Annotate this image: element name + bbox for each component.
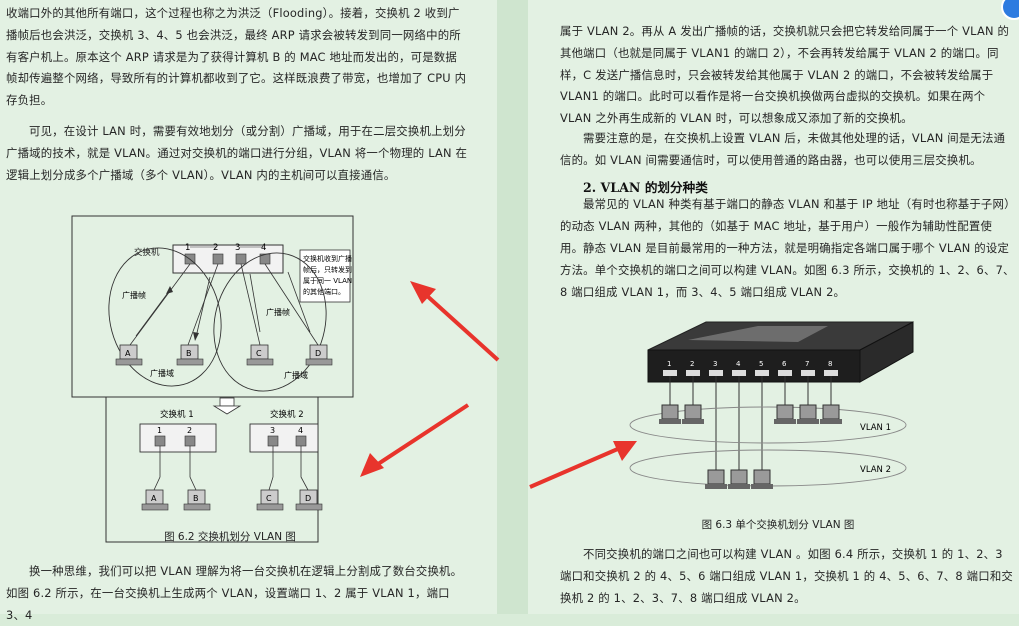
port-label-5: 5 (759, 360, 763, 368)
page-gutter (497, 0, 528, 614)
computer-icon (305, 344, 333, 366)
switch-icon (139, 423, 217, 453)
note-line-1: 交换机收到广播 (303, 254, 352, 263)
right-paragraph-2: 需要注意的是，在交换机上设置 VLAN 后，未做其他处理的话，VLAN 间是无法… (560, 131, 1006, 167)
switch-1-label: 交换机 1 (160, 409, 194, 420)
computer-icon (115, 344, 143, 366)
host-label-c: C (256, 349, 262, 358)
computer-icon (256, 489, 284, 511)
corner-badge (1001, 0, 1019, 20)
broadcast-domain-label-2: 广播域 (284, 370, 308, 380)
computer-icon (141, 489, 169, 511)
bottom-host-label-a: A (151, 494, 157, 503)
computer-icon (705, 469, 727, 489)
host-label-a: A (125, 349, 131, 358)
broadcast-frame-label-2: 广播帧 (266, 307, 290, 317)
computer-icon (183, 489, 211, 511)
note-line-4: 的其他端口。 (303, 287, 345, 296)
broadcast-frame-label-1: 广播帧 (122, 290, 146, 300)
switch-2-port-4: 4 (298, 426, 303, 435)
host-label-d: D (315, 349, 321, 358)
computer-icon (246, 344, 274, 366)
right-paragraph-5: 不同交换机的端口之间也可以构建 VLAN 。如图 6.4 所示，交换机 1 的 … (560, 547, 1013, 605)
port-label-3: 3 (713, 360, 717, 368)
figure-6-2: 交换机 1 2 3 4 交换机收到广播 帧后，只转发到 属于同一 VLAN 的其… (71, 215, 354, 543)
computer-icon (797, 404, 819, 424)
switch-icon (647, 321, 914, 383)
section-heading: 2. VLAN 的划分种类 (583, 180, 708, 195)
port-label-1: 1 (667, 360, 671, 368)
down-arrow-icon (212, 397, 242, 415)
host-label-b: B (186, 349, 192, 358)
port-label-2: 2 (213, 243, 218, 253)
port-label-7: 7 (805, 360, 809, 368)
red-arrow-icon (360, 403, 470, 477)
switch-2-port-3: 3 (270, 426, 275, 435)
right-paragraph-3: 最常见的 VLAN 种类有基于端口的静态 VLAN 和基于 IP 地址（有时也称… (560, 197, 1011, 255)
red-arrow-icon (529, 441, 637, 489)
broadcast-domain-label-1: 广播域 (150, 368, 174, 378)
port-label-6: 6 (782, 360, 787, 368)
switch-icon (172, 244, 284, 274)
left-paragraph-3: 换一种思维，我们可以把 VLAN 理解为将一台交换机在逻辑上分割成了数台交换机。… (6, 564, 463, 622)
port-label-2: 2 (690, 360, 694, 368)
vlan-2-label: VLAN 2 (860, 465, 891, 475)
figure-6-2-caption: 图 6.2 交换机划分 VLAN 图 (164, 531, 296, 543)
computer-icon (176, 344, 204, 366)
bottom-host-label-c: C (266, 494, 272, 503)
computer-icon (751, 469, 773, 489)
right-paragraph-4: 静态 VLAN 是目前最常用的一种方法，就是明确指定各端口属于哪个 VLAN 的… (560, 241, 1015, 299)
left-paragraph-2: 可见，在设计 LAN 时，需要有效地划分（或分割）广播域，用于在二层交换机上划分… (6, 124, 468, 182)
computer-icon (774, 404, 796, 424)
bottom-host-label-d: D (305, 494, 311, 503)
computer-icon (820, 404, 842, 424)
computer-icon (659, 404, 681, 424)
note-line-2: 帧后，只转发到 (303, 265, 352, 274)
port-label-3: 3 (235, 243, 240, 253)
switch-1-port-1: 1 (157, 426, 162, 435)
computer-icon (295, 489, 323, 511)
port-label-4: 4 (736, 360, 741, 368)
port-label-8: 8 (828, 360, 832, 368)
port-label-1: 1 (185, 243, 190, 253)
switch-icon (249, 423, 319, 453)
computer-icon (728, 469, 750, 489)
red-arrow-icon (410, 281, 500, 362)
figure-6-3: 1 2 3 4 5 6 7 8 VLAN 1 VLAN 2 (629, 321, 914, 489)
right-page: 属于 VLAN 2。再从 A 发出广播帧的话，交换机就只会把它转发给同属于一个 … (528, 0, 1019, 614)
bottom-host-label-b: B (193, 494, 199, 503)
right-paragraph-1: 属于 VLAN 2。再从 A 发出广播帧的话，交换机就只会把它转发给同属于一个 … (560, 24, 1010, 126)
left-page: 收端口外的其他所有端口，这个过程也称之为洪泛（Flooding）。接着，交换机 … (0, 0, 497, 622)
vlan-1-label: VLAN 1 (860, 423, 891, 433)
switch-1-port-2: 2 (187, 426, 192, 435)
port-label-4: 4 (261, 243, 266, 253)
switch-2-label: 交换机 2 (270, 409, 304, 420)
switch-label: 交换机 (134, 247, 160, 258)
note-line-3: 属于同一 VLAN (303, 277, 352, 285)
computer-icon (682, 404, 704, 424)
left-paragraph-1: 收端口外的其他所有端口，这个过程也称之为洪泛（Flooding）。接着，交换机 … (6, 6, 467, 108)
figure-6-3-caption: 图 6.3 单个交换机划分 VLAN 图 (701, 519, 855, 531)
